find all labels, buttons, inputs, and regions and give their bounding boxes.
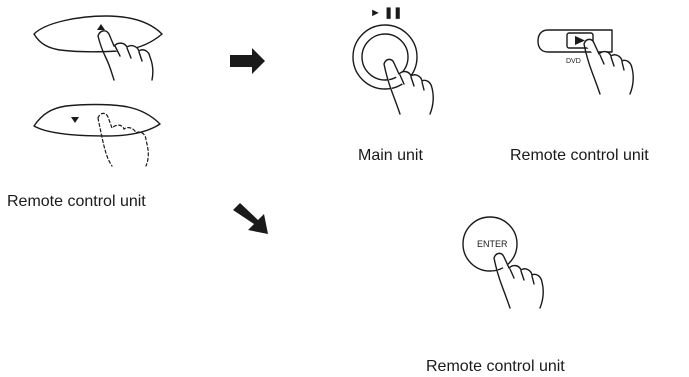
caption-remote-control-left: Remote control unit [7,193,146,210]
up-key [33,15,163,53]
up-arrow-icon [97,24,105,30]
enter-label: ENTER [477,239,508,249]
hand-pressing-knob [383,58,435,115]
enter-illustration: ENTER [462,216,545,309]
remote-play-illustration: DVD [537,29,635,95]
down-right-arrow-icon [233,203,268,234]
down-key-illustration [33,103,161,167]
main-unit-illustration: ► ❚❚ [352,7,435,115]
down-key [33,103,161,137]
play-knob-inner [361,33,409,81]
play-icon [575,36,585,45]
hand-dashed-down [97,112,149,167]
caption-main-unit: Main unit [358,147,423,164]
play-pause-symbol: ► ❚❚ [370,7,402,19]
down-arrow-icon [71,117,79,123]
caption-remote-control-top: Remote control unit [510,147,649,164]
caption-remote-control-bottom: Remote control unit [426,358,565,375]
hand-pressing-enter [493,252,545,309]
right-arrow-icon [230,48,265,74]
up-key-illustration [33,15,163,81]
dvd-label: DVD [566,58,581,65]
hand-pressing-up [97,30,154,81]
hand-pressing-play [583,38,635,95]
